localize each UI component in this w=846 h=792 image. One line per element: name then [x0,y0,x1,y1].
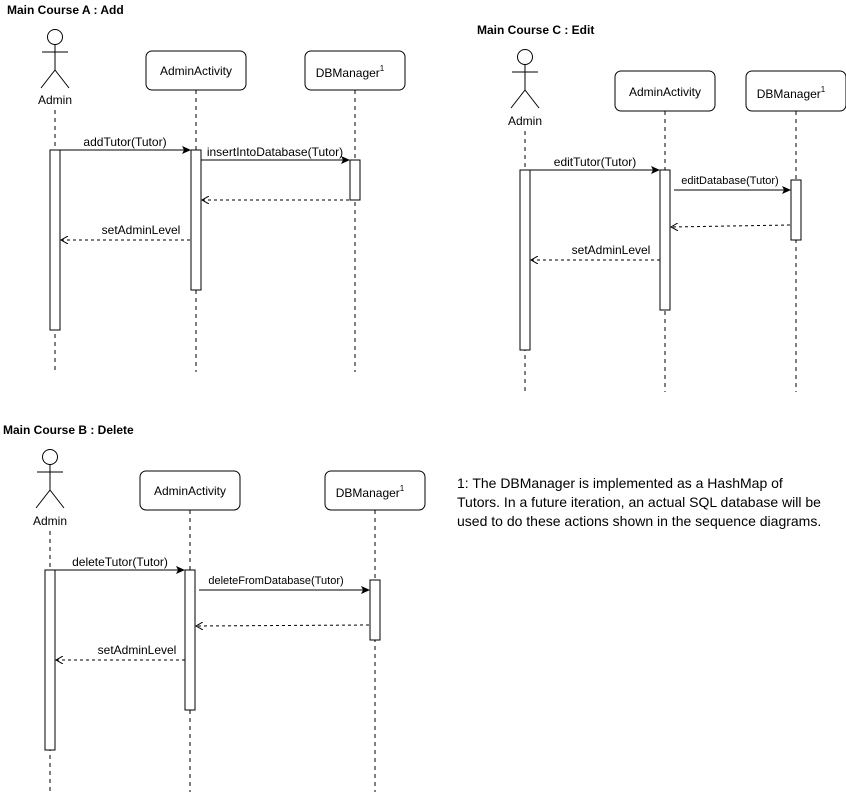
message-label: editTutor(Tutor) [554,155,636,169]
dbmanager-activation [369,579,381,641]
adminactivity-activation [190,149,202,291]
dbmanager-box [324,470,426,511]
message-label: deleteTutor(Tutor) [72,555,168,569]
admin-actor-icon [510,49,540,109]
message-label: deleteFromDatabase(Tutor) [208,575,343,587]
adminactivity-box [145,50,247,91]
dbmanager-box [745,70,846,112]
dbmanager-label: DBManager1 [336,484,405,500]
adminactivity-box [139,470,241,511]
message-label: setAdminLevel [572,243,651,257]
message-label: insertIntoDatabase(Tutor) [207,145,343,159]
message-label: setAdminLevel [102,223,181,237]
adminactivity-activation [184,569,196,711]
admin-actor-icon [35,449,65,509]
admin-actor-icon [40,29,70,89]
message-label: editDatabase(Tutor) [681,175,778,187]
actor-label: Admin [33,514,67,528]
return-arrow [671,225,791,227]
diagram-title: Main Course A : Add [7,3,124,17]
diagram-edit: Main Course C : Edit Admin AdminActivity… [477,23,846,392]
dbmanager-activation [349,159,361,201]
message-label: setAdminLevel [98,643,177,657]
adminactivity-label: AdminActivity [160,64,232,78]
dbmanager-box [304,50,406,91]
diagram-title: Main Course B : Delete [3,423,134,437]
adminactivity-box [614,70,716,112]
message-label: addTutor(Tutor) [83,135,166,149]
dbmanager-activation [790,179,802,241]
diagram-add: Main Course A : Add Admin AdminActivity … [7,3,406,372]
adminactivity-label: AdminActivity [629,85,701,99]
adminactivity-activation [659,169,671,311]
admin-activation [519,169,531,351]
actor-label: Admin [38,93,72,107]
diagram-delete: Main Course B : Delete Admin AdminActivi… [3,423,426,792]
dbmanager-label: DBManager1 [316,64,385,80]
diagram-title: Main Course C : Edit [477,23,594,37]
actor-label: Admin [508,114,542,128]
adminactivity-label: AdminActivity [154,484,226,498]
admin-activation [44,569,56,751]
return-arrow [196,625,370,626]
dbmanager-label: DBManager1 [757,85,826,101]
footnote-text: 1: The DBManager is implemented as a Has… [457,475,822,529]
admin-activation [49,149,61,331]
